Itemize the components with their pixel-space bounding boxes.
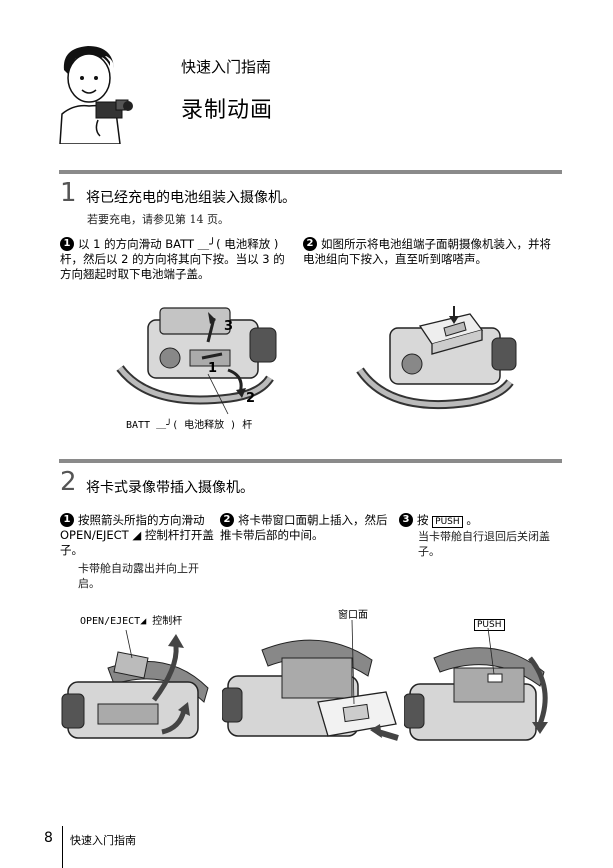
push-button-label: PUSH xyxy=(432,516,463,528)
header-person-illustration xyxy=(59,46,133,144)
open-eject-caption: OPEN/EJECT◢ 控制杆 xyxy=(80,616,183,627)
step-2-sub-2-text: 将卡带窗口面朝上插入，然后推卡带后部的中间。 xyxy=(220,513,388,542)
insert-cassette-illustration xyxy=(222,620,399,741)
section-rule-2 xyxy=(59,459,562,463)
open-cover-illustration xyxy=(61,629,209,739)
header-subtitle: 快速入门指南 xyxy=(181,58,272,76)
step-1-title: 将已经充电的电池组装入摄像机。 xyxy=(86,190,296,206)
push-caption-box: PUSH xyxy=(474,612,505,631)
step-1-sub-1-badge: 1 xyxy=(60,237,74,251)
step-1-sub-2-text: 如图所示将电池组端子面朝摄像机装入，并将电池组向下按入，直至听到喀嗒声。 xyxy=(303,237,551,266)
push-close-illustration xyxy=(404,628,548,741)
step-2-sub-1-badge: 1 xyxy=(60,513,74,527)
battery-release-illustration: 3 1 2 xyxy=(116,307,277,415)
step-2-sub-2-badge: 2 xyxy=(220,513,234,527)
arrow-label-1: 1 xyxy=(208,361,217,376)
step-2-title: 将卡式录像带插入摄像机。 xyxy=(86,480,254,496)
step-2-sub-1-note: 卡带舱自动露出并向上开启。 xyxy=(78,562,199,590)
step-2-sub-3-badge: 3 xyxy=(399,513,413,527)
step-1-note: 若要充电，请参见第 14 页。 xyxy=(87,213,229,226)
step-1-number: 1 xyxy=(60,178,77,208)
page-number: 8 xyxy=(44,830,53,846)
cassette-window-caption: 窗口面 xyxy=(338,610,368,621)
footer-section-name: 快速入门指南 xyxy=(70,834,136,847)
step-2-sub-1-text: 按照箭头所指的方向滑动 OPEN/EJECT ◢ 控制杆打开盖子。 xyxy=(60,513,214,557)
arrow-label-3: 3 xyxy=(224,319,233,334)
step-2-sub-3-note: 当卡带舱自行退回后关闭盖子。 xyxy=(418,530,550,558)
page-title: 录制动画 xyxy=(181,98,274,123)
push-caption: PUSH xyxy=(474,619,505,631)
step-2-sub-3-prefix: 按 xyxy=(417,513,429,527)
section-rule-1 xyxy=(59,170,562,174)
step-2-number: 2 xyxy=(60,467,77,497)
battery-insert-illustration xyxy=(356,306,517,409)
step-1-sub-2-badge: 2 xyxy=(303,237,317,251)
battery-release-caption: BATT ＿╯( 电池释放 ) 杆 xyxy=(126,420,253,431)
step-1-sub-1-text: 以 1 的方向滑动 BATT ＿╯( 电池释放 ) 杆，然后以 2 的方向将其向… xyxy=(60,237,285,281)
step-2-sub-3-suffix: 。 xyxy=(466,513,478,527)
arrow-label-2: 2 xyxy=(246,391,255,406)
footer-divider xyxy=(62,826,63,868)
